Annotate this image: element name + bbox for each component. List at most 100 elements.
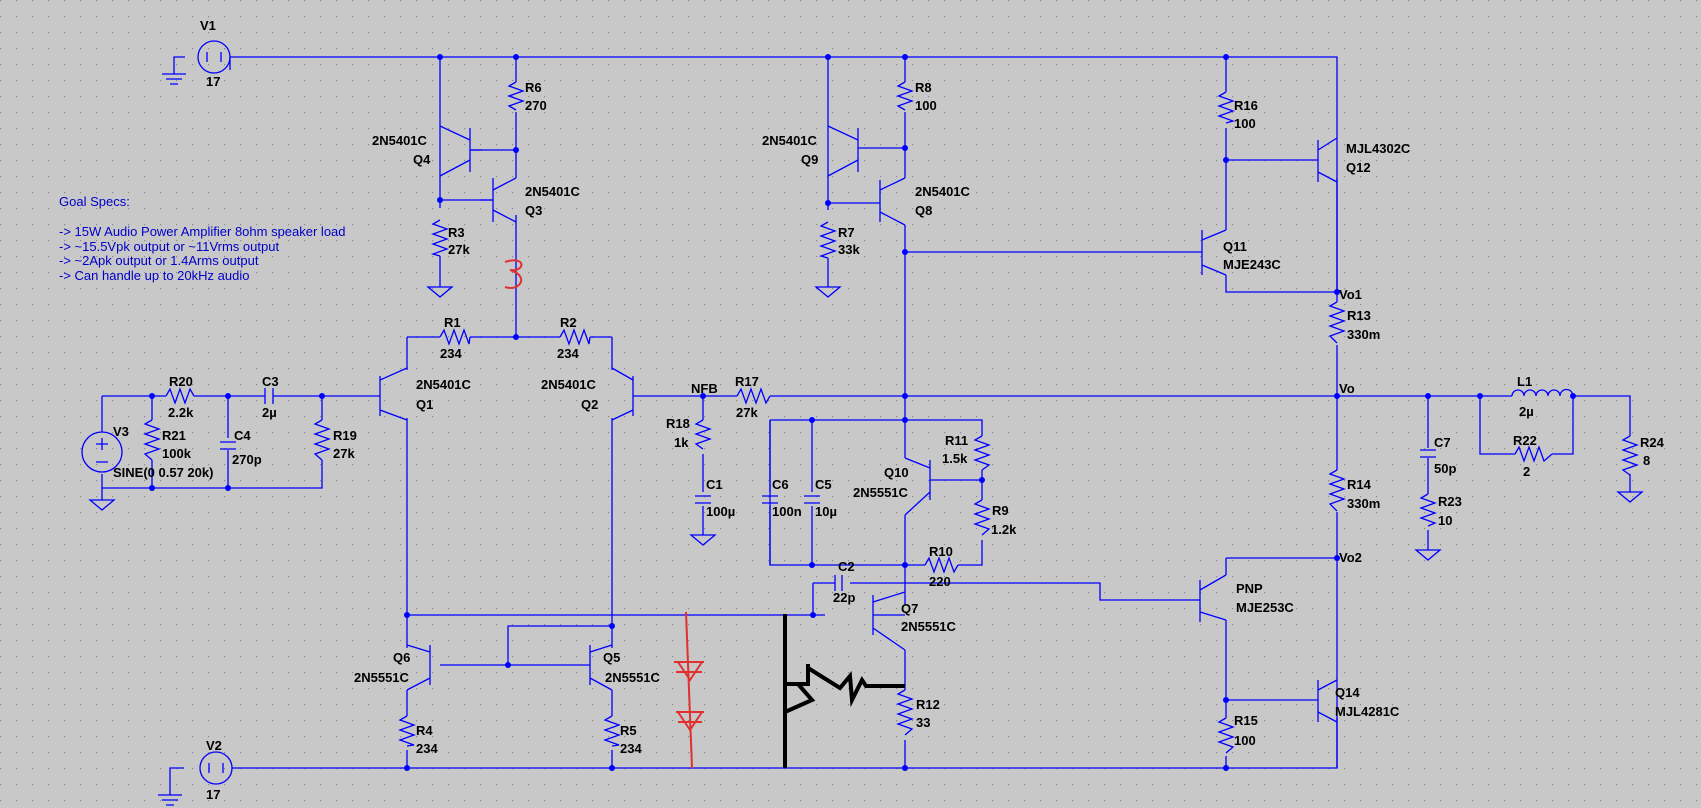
- label-c4-value: 270p: [232, 452, 262, 467]
- label-q3: Q3: [525, 203, 542, 218]
- label-r1: R1: [444, 315, 461, 330]
- label-c7-value: 50p: [1434, 461, 1456, 476]
- label-l1: L1: [1517, 374, 1532, 389]
- capacitor-symbols: [220, 388, 1436, 591]
- label-r7-value: 33k: [838, 242, 860, 257]
- label-r24: R24: [1640, 435, 1665, 450]
- black-markup: [783, 614, 905, 768]
- label-q5: Q5: [603, 650, 620, 665]
- label-r21-value: 100k: [162, 446, 192, 461]
- component-labels: V1 17 V2 17 V3 SINE(0 0.57 20k) R6 270 R…: [113, 18, 1665, 802]
- label-r2: R2: [560, 315, 577, 330]
- label-r2-value: 234: [557, 346, 579, 361]
- label-v2-name: V2: [206, 738, 222, 753]
- label-q14-model: MJL4281C: [1335, 704, 1400, 719]
- label-c5: C5: [815, 477, 832, 492]
- label-q8: Q8: [915, 203, 932, 218]
- junction-dots: [149, 54, 1576, 771]
- label-r20: R20: [169, 374, 193, 389]
- label-q2: Q2: [581, 397, 598, 412]
- label-r22: R22: [1513, 433, 1537, 448]
- label-r18-value: 1k: [674, 435, 689, 450]
- label-q12: Q12: [1346, 160, 1371, 175]
- label-r14-value: 330m: [1347, 496, 1380, 511]
- label-q12-model: MJL4302C: [1346, 141, 1411, 156]
- label-r13-value: 330m: [1347, 327, 1380, 342]
- label-q1-model: 2N5401C: [416, 377, 472, 392]
- label-r11-value: 1.5k: [942, 451, 968, 466]
- label-r24-value: 8: [1643, 453, 1650, 468]
- label-r10-value: 220: [929, 574, 951, 589]
- label-r8-value: 100: [915, 98, 937, 113]
- label-r19-value: 27k: [333, 446, 355, 461]
- label-c2-value: 22p: [833, 590, 855, 605]
- label-r7: R7: [838, 225, 855, 240]
- label-q9: Q9: [801, 152, 818, 167]
- label-r16-value: 100: [1234, 116, 1256, 131]
- label-q10: Q10: [884, 465, 909, 480]
- label-q7: Q7: [901, 601, 918, 616]
- label-q14: Q14: [1335, 685, 1360, 700]
- label-v1-name: V1: [200, 18, 216, 33]
- label-q2-model: 2N5401C: [541, 377, 597, 392]
- ground-symbols: [426, 286, 1644, 561]
- label-q10-model: 2N5551C: [853, 485, 909, 500]
- label-r17: R17: [735, 374, 759, 389]
- label-r6: R6: [525, 80, 542, 95]
- label-q4: Q4: [413, 152, 431, 167]
- label-q11-model: MJE243C: [1223, 257, 1281, 272]
- label-r14: R14: [1347, 477, 1372, 492]
- label-r11: R11: [945, 433, 968, 448]
- label-r16: R16: [1234, 98, 1258, 113]
- label-q3-model: 2N5401C: [525, 184, 581, 199]
- voltage-source-v3[interactable]: [81, 431, 123, 511]
- label-q9-model: 2N5401C: [762, 133, 818, 148]
- label-r12-value: 33: [916, 715, 930, 730]
- label-r5: R5: [620, 723, 637, 738]
- label-v3-value: SINE(0 0.57 20k): [113, 465, 213, 480]
- label-r21: R21: [162, 428, 186, 443]
- label-r23-value: 10: [1438, 513, 1452, 528]
- label-r9-value: 1.2k: [991, 522, 1017, 537]
- label-r17-value: 27k: [736, 405, 758, 420]
- label-r15: R15: [1234, 713, 1258, 728]
- label-q7-model: 2N5551C: [901, 619, 957, 634]
- label-r10: R10: [929, 544, 953, 559]
- label-r9: R9: [992, 503, 1009, 518]
- label-r12: R12: [916, 697, 940, 712]
- goal-spec-line: -> ~2Apk output or 1.4Arms output: [59, 253, 259, 268]
- label-net-nfb: NFB: [691, 381, 718, 396]
- label-q13-model: MJE253C: [1236, 600, 1294, 615]
- goal-spec-line: -> ~15.5Vpk output or ~11Vrms output: [59, 239, 279, 254]
- label-r20-value: 2.2k: [168, 405, 194, 420]
- label-c4: C4: [234, 428, 251, 443]
- label-q1: Q1: [416, 397, 433, 412]
- label-v2-value: 17: [206, 787, 220, 802]
- label-c1: C1: [706, 477, 723, 492]
- label-r6-value: 270: [525, 98, 547, 113]
- label-r13: R13: [1347, 308, 1371, 323]
- label-c3-value: 2µ: [262, 405, 277, 420]
- resistor-symbols: [143, 81, 1639, 754]
- label-r4-value: 234: [416, 741, 438, 756]
- red-markup: [504, 259, 704, 769]
- voltage-source-v1[interactable]: [162, 40, 231, 85]
- voltage-source-v2[interactable]: [158, 751, 233, 806]
- label-r3-value: 27k: [448, 242, 470, 257]
- label-net-vo1: Vo1: [1339, 287, 1362, 302]
- label-v3-name: V3: [113, 424, 129, 439]
- label-q11: Q11: [1223, 239, 1247, 254]
- label-r3: R3: [448, 225, 465, 240]
- label-c6: C6: [772, 477, 789, 492]
- label-c3: C3: [262, 374, 279, 389]
- label-r18: R18: [666, 416, 690, 431]
- label-c6-value: 100n: [772, 504, 802, 519]
- label-net-vo: Vo: [1339, 381, 1355, 396]
- label-r8: R8: [915, 80, 932, 95]
- label-q13: PNP: [1236, 581, 1263, 596]
- label-q8-model: 2N5401C: [915, 184, 971, 199]
- label-r15-value: 100: [1234, 733, 1256, 748]
- label-r4: R4: [416, 723, 433, 738]
- goal-specs-title: Goal Specs:: [59, 194, 130, 209]
